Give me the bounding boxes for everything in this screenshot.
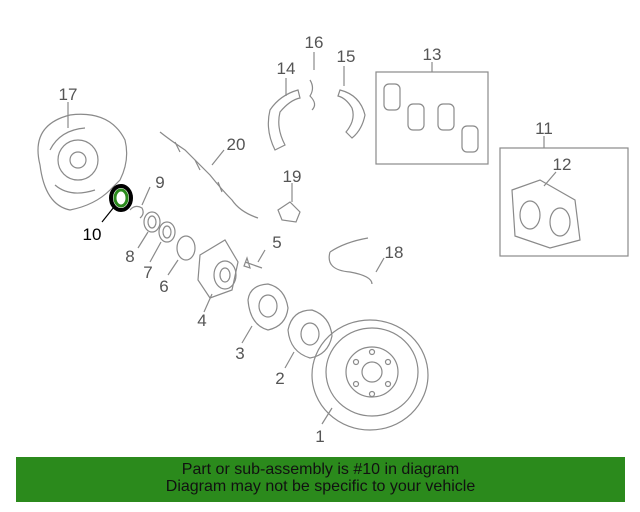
inner-bearing-part[interactable] bbox=[158, 221, 176, 243]
callout-19: 19 bbox=[283, 167, 302, 186]
callout-15: 15 bbox=[337, 47, 356, 66]
adjuster-spring-part[interactable] bbox=[309, 79, 316, 111]
info-banner: Part or sub-assembly is #10 in diagram D… bbox=[16, 457, 625, 502]
brake-shoe-part[interactable] bbox=[267, 89, 301, 151]
backing-plate-part[interactable] bbox=[37, 113, 128, 211]
rear-brake-shoe-part[interactable] bbox=[337, 89, 366, 139]
callout-18: 18 bbox=[385, 243, 404, 262]
callout-6: 6 bbox=[159, 277, 168, 296]
parts-diagram: 17 9 10 8 7 6 4 5 3 2 1 20 19 18 14 16 1… bbox=[37, 33, 629, 446]
callout-10: 10 bbox=[83, 225, 102, 244]
caliper-part[interactable] bbox=[511, 179, 581, 249]
callout-2: 2 bbox=[275, 369, 284, 388]
hub-part[interactable] bbox=[197, 239, 239, 299]
o-ring-part[interactable] bbox=[176, 235, 196, 261]
disc-rotor-part[interactable] bbox=[311, 319, 429, 431]
oil-seal-highlighted[interactable] bbox=[109, 184, 133, 212]
caliper-assembly-box[interactable] bbox=[499, 147, 629, 257]
snap-ring-part[interactable] bbox=[129, 205, 144, 219]
brake-pads-part[interactable] bbox=[383, 83, 479, 153]
callout-1: 1 bbox=[315, 427, 324, 446]
callout-20: 20 bbox=[227, 135, 246, 154]
gasket-part[interactable] bbox=[247, 283, 289, 331]
callout-13: 13 bbox=[423, 45, 442, 64]
callout-11: 11 bbox=[535, 119, 553, 138]
shield-part[interactable] bbox=[287, 309, 333, 359]
callout-17: 17 bbox=[59, 85, 78, 104]
brake-hose-part[interactable] bbox=[328, 237, 373, 285]
callout-7: 7 bbox=[143, 263, 152, 282]
callout-12: 12 bbox=[553, 155, 572, 174]
callout-9: 9 bbox=[155, 173, 164, 192]
callout-8: 8 bbox=[125, 247, 134, 266]
banner-line-2: Diagram may not be specific to your vehi… bbox=[165, 478, 476, 495]
banner-line-1: Part or sub-assembly is #10 in diagram bbox=[181, 461, 460, 478]
hub-bolt-part[interactable] bbox=[243, 256, 263, 269]
wire-harness-part[interactable] bbox=[159, 131, 259, 219]
callout-4: 4 bbox=[197, 311, 206, 330]
callout-14: 14 bbox=[277, 59, 296, 78]
bearing-part[interactable] bbox=[143, 211, 161, 233]
callout-3: 3 bbox=[235, 344, 244, 363]
callout-16: 16 bbox=[305, 33, 324, 52]
pad-kit-box[interactable] bbox=[375, 71, 489, 165]
bracket-part[interactable] bbox=[277, 201, 301, 223]
callout-5: 5 bbox=[272, 233, 281, 252]
